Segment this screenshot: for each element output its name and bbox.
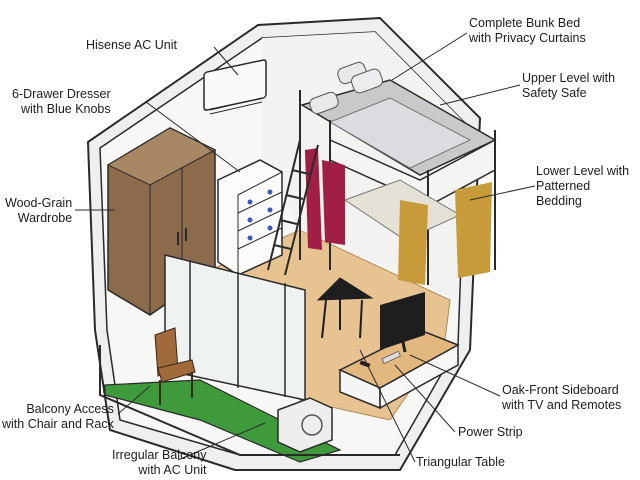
balcony-rail [99, 345, 400, 456]
label-upper-level: Upper Level with Safety Safe [522, 71, 615, 101]
dresser [217, 159, 283, 276]
label-balcony: Irregular Balcony with AC Unit [112, 448, 207, 478]
label-balcony-access: Balcony Access with Chair and Rack [2, 402, 114, 432]
label-dresser-line2: with Blue Knobs [21, 102, 111, 116]
leader-lines [75, 32, 536, 463]
label-balcony-access-line1: Balcony Access [26, 402, 114, 416]
label-upper-level-line2: Safety Safe [522, 86, 587, 100]
label-wardrobe-line1: Wood-Grain [5, 196, 73, 210]
label-power-strip: Power Strip [458, 425, 523, 440]
label-lower-level-line1: Lower Level with [536, 164, 630, 178]
label-sideboard-line1: Oak-Front Sideboard [502, 383, 619, 397]
label-ac-unit: Hisense AC Unit [86, 38, 177, 53]
label-lower-level-line3: Bedding [536, 194, 582, 208]
label-wardrobe: Wood-Grain Wardrobe [5, 196, 72, 226]
bunk-bed [267, 61, 497, 285]
label-ac-unit-line1: Hisense AC Unit [86, 38, 178, 52]
label-balcony-line1: Irregular Balcony [112, 448, 207, 462]
sideboard [338, 292, 460, 410]
label-upper-level-line1: Upper Level with [522, 71, 616, 85]
outdoor-ac-unit [277, 397, 333, 453]
label-wardrobe-line2: Wardrobe [17, 211, 73, 225]
label-power-strip-line1: Power Strip [458, 425, 523, 439]
label-bunk-bed-line2: with Privacy Curtains [469, 31, 586, 45]
ac-unit-wall [203, 59, 267, 115]
label-balcony-access-line2: with Chair and Rack [2, 417, 114, 431]
label-dresser-line1: 6-Drawer Dresser [12, 87, 111, 101]
triangular-table [316, 277, 374, 339]
label-dresser: 6-Drawer Dresser with Blue Knobs [12, 87, 111, 117]
label-triangular-table: Triangular Table [416, 455, 505, 470]
label-bunk-bed: Complete Bunk Bed with Privacy Curtains [469, 16, 586, 46]
label-lower-level-line2: Patterned [536, 179, 591, 193]
label-balcony-line2: with AC Unit [138, 463, 207, 477]
label-sideboard-line2: with TV and Remotes [502, 398, 622, 412]
label-lower-level: Lower Level with Patterned Bedding [536, 164, 629, 209]
label-bunk-bed-line1: Complete Bunk Bed [469, 16, 581, 30]
balcony-chair [154, 327, 196, 405]
label-triangular-table-line1: Triangular Table [416, 455, 505, 469]
label-sideboard: Oak-Front Sideboard with TV and Remotes [502, 383, 621, 413]
